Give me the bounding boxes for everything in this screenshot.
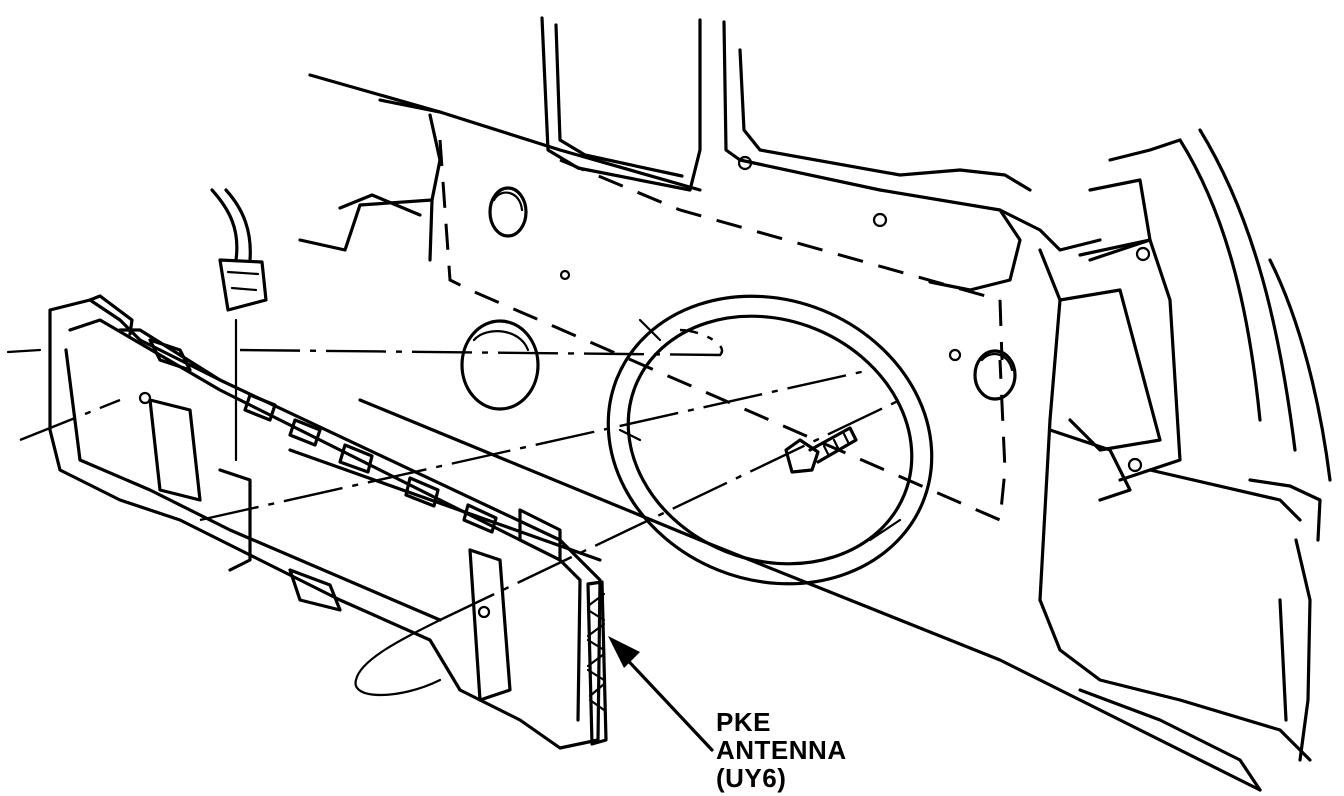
wiring-connector [210,188,268,312]
hidden-panel-outline [438,139,1007,523]
speaker-mounting-ring [606,294,934,586]
pke-antenna [586,580,608,746]
vehicle-body-panel [288,16,1332,792]
label-line-1: PKE [716,707,771,737]
pke-antenna-label: PKE ANTENNA (UY6) [716,708,847,792]
label-line-2: ANTENNA [716,735,847,765]
mounting-screw [784,426,858,474]
alignment-lines [6,318,901,696]
bracket-assembly [48,294,602,750]
callout-arrow [608,636,714,752]
label-line-3: (UY6) [716,763,787,793]
